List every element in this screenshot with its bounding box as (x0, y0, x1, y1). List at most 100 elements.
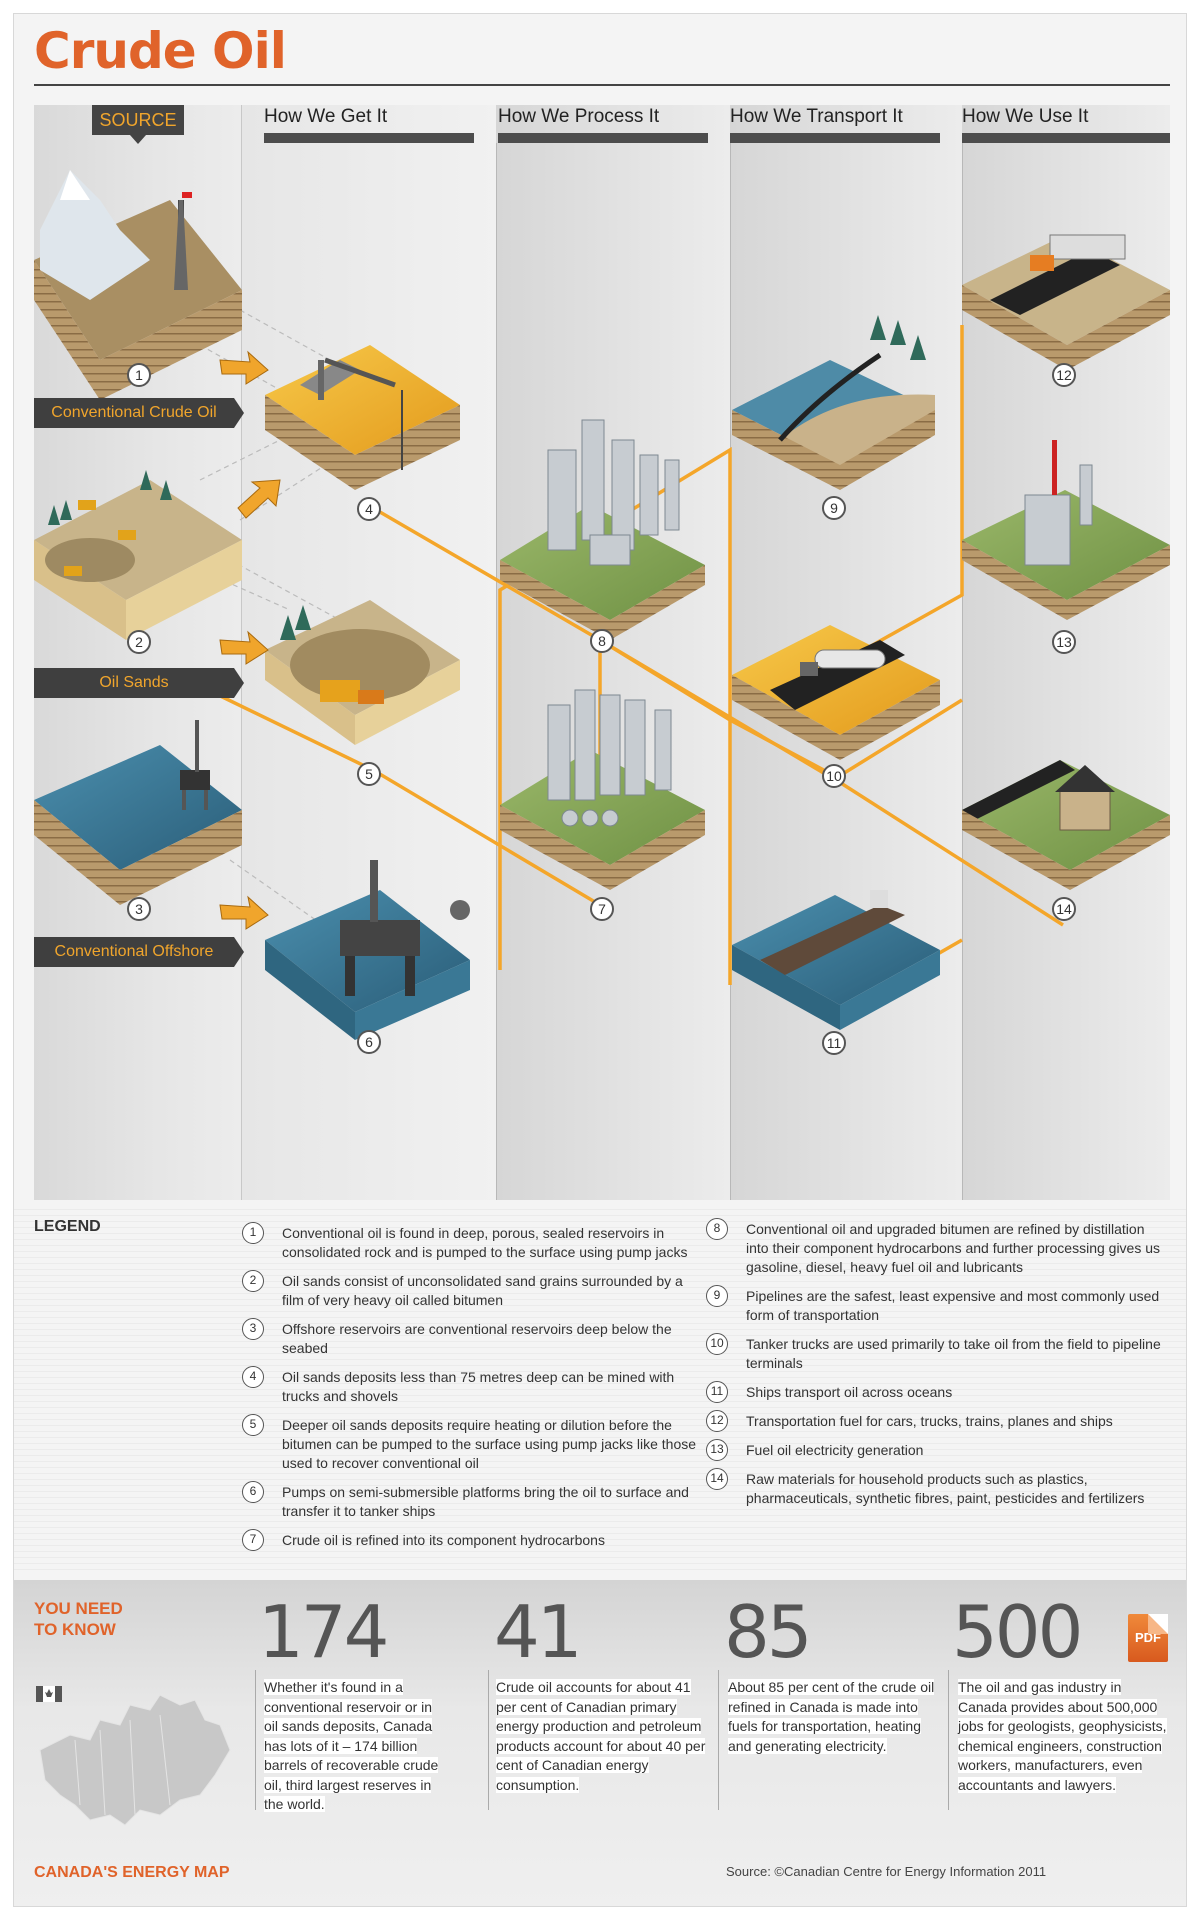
process-refinery-block-8 (500, 419, 705, 640)
stat-text-174: Whether it's found in a conventional res… (264, 1678, 444, 1815)
source-offshore-block (34, 720, 242, 905)
stat-text-content: About 85 per cent of the crude oil refin… (728, 1679, 935, 1754)
get-platform-block (265, 860, 470, 1040)
source-credit: Source: ©Canadian Centre for Energy Info… (726, 1864, 1047, 1879)
legend-number: 3 (242, 1318, 264, 1340)
legend-number: 14 (706, 1468, 728, 1490)
legend-text: Offshore reservoirs are conventional res… (282, 1321, 672, 1356)
legend-number: 9 (706, 1285, 728, 1307)
column-heading-get: How We Get It (264, 106, 388, 127)
stat-text-content: The oil and gas industry in Canada provi… (958, 1679, 1167, 1793)
stat-value-174: 174 (258, 1590, 389, 1674)
legend-text: Transportation fuel for cars, trucks, tr… (746, 1413, 1113, 1429)
column-bar (264, 133, 474, 143)
stat-text-41: Crude oil accounts for about 41 per cent… (496, 1678, 708, 1795)
legend-background (14, 1204, 1186, 1574)
marker-13: 13 (1052, 630, 1076, 654)
use-powerplant-block (962, 440, 1170, 620)
column-heading-process: How We Process It (498, 106, 660, 127)
canada-energy-map-link[interactable]: CANADA'S ENERGY MAP (34, 1864, 230, 1881)
legend-text: Oil sands deposits less than 75 metres d… (282, 1369, 675, 1404)
legend-item: 10 Tanker trucks are used primarily to ta… (706, 1333, 1168, 1373)
source-tag: SOURCE (92, 105, 184, 144)
column-bar (962, 133, 1170, 143)
you-need-line1: YOU NEED (34, 1599, 123, 1618)
process-refinery-block-7 (500, 689, 705, 890)
source-label-offshore: Conventional Offshore (34, 937, 244, 967)
legend-number: 7 (242, 1529, 264, 1551)
legend-number: 2 (242, 1270, 264, 1292)
column-bar (730, 133, 940, 143)
marker-2: 2 (127, 630, 151, 654)
legend-number: 12 (706, 1410, 728, 1432)
marker-11: 11 (822, 1031, 846, 1055)
stat-divider (948, 1670, 949, 1810)
legend-item: 9 Pipelines are the safest, least expensi… (706, 1285, 1168, 1325)
you-need-line2: TO KNOW (34, 1620, 116, 1639)
get-mine-block (265, 600, 460, 745)
legend-text: Pipelines are the safest, least expensiv… (746, 1288, 1160, 1323)
marker-5: 5 (357, 762, 381, 786)
stat-value-500: 500 (952, 1590, 1083, 1674)
stat-divider (255, 1670, 256, 1810)
legend-item: 4 Oil sands deposits less than 75 metres … (242, 1366, 697, 1406)
column-process (496, 105, 730, 1200)
canada-map-icon[interactable] (30, 1680, 240, 1855)
marker-12: 12 (1052, 363, 1076, 387)
marker-14: 14 (1052, 897, 1076, 921)
use-truck-block (962, 234, 1170, 370)
source-label-oilsands: Oil Sands (34, 668, 244, 698)
stat-text-content: Crude oil accounts for about 41 per cent… (496, 1679, 706, 1793)
legend-text: Fuel oil electricity generation (746, 1442, 924, 1458)
marker-3: 3 (127, 897, 151, 921)
marker-1: 1 (127, 363, 151, 387)
divider (496, 143, 497, 1200)
legend-number: 5 (242, 1414, 264, 1436)
get-pumpjack-block (265, 345, 460, 490)
legend-item: 12 Transportation fuel for cars, trucks, … (706, 1410, 1168, 1432)
legend-text: Raw materials for household products suc… (746, 1471, 1145, 1506)
legend-text: Ships transport oil across oceans (746, 1384, 953, 1400)
stat-value-85: 85 (724, 1590, 813, 1674)
pdf-icon[interactable]: PDF (1128, 1614, 1168, 1662)
legend-text: Conventional oil is found in deep, porou… (282, 1225, 688, 1260)
flow-diagram (34, 170, 1170, 1040)
marker-7: 7 (590, 897, 614, 921)
column-heading-use: How We Use It (962, 106, 1089, 127)
source-oilsands-block (34, 470, 242, 640)
legend-text: Oil sands consist of unconsolidated sand… (282, 1273, 683, 1308)
legend-item: 11 Ships transport oil across oceans (706, 1381, 1168, 1403)
legend-title: LEGEND (34, 1218, 101, 1235)
title-rule (34, 84, 1170, 86)
marker-6: 6 (357, 1030, 381, 1054)
legend-text: Pumps on semi-submersible platforms brin… (282, 1484, 689, 1519)
stat-text-500: The oil and gas industry in Canada provi… (958, 1678, 1168, 1795)
legend-number: 10 (706, 1333, 728, 1355)
marker-10: 10 (822, 764, 846, 788)
source-label-conventional: Conventional Crude Oil (34, 398, 244, 428)
legend-text: Tanker trucks are used primarily to take… (746, 1336, 1161, 1371)
legend-number: 4 (242, 1366, 264, 1388)
legend-number: 11 (706, 1381, 728, 1403)
stat-text-85: About 85 per cent of the crude oil refin… (728, 1678, 940, 1756)
legend-number: 8 (706, 1218, 728, 1240)
column-heading-transport: How We Transport It (730, 106, 903, 127)
legend-item: 3 Offshore reservoirs are conventional re… (242, 1318, 697, 1358)
column-bar (498, 133, 708, 143)
page-title: Crude Oil (34, 22, 287, 80)
marker-9: 9 (822, 496, 846, 520)
stat-value-41: 41 (494, 1590, 583, 1674)
legend-item: 14 Raw materials for household products s… (706, 1468, 1168, 1508)
marker-8: 8 (590, 629, 614, 653)
use-house-block (962, 760, 1170, 890)
legend-item: 2 Oil sands consist of unconsolidated san… (242, 1270, 697, 1310)
transport-truck-block (732, 625, 940, 760)
